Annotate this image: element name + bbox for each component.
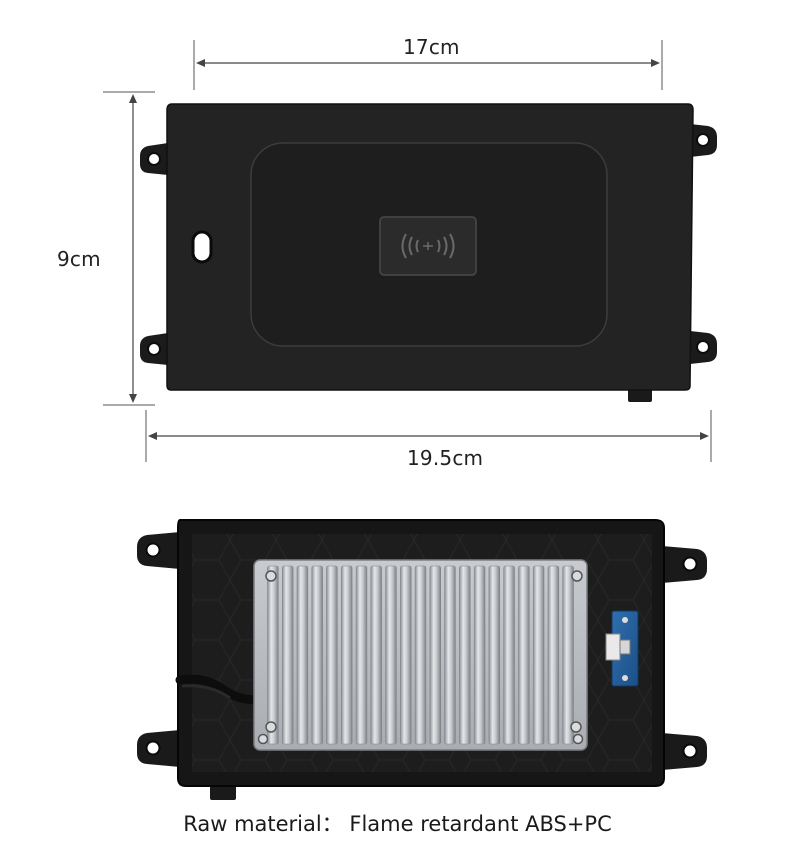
dimension-line-left [103,91,155,406]
heatsink-fin [355,565,368,745]
heatsink-fin [532,565,545,745]
dimension-line-top [193,40,663,90]
pcb-connector [605,610,639,687]
mounting-ear [662,733,707,770]
heatsink-fin [400,565,412,745]
heatsink-fin [267,565,279,745]
heatsink-fin [518,565,530,745]
heatsink-fin [473,565,486,745]
aluminium-heatsink [253,559,588,751]
front-view-charger [140,103,717,402]
mounting-ear [140,143,168,175]
heatsink-fin [296,565,309,745]
heatsink-fin [326,565,338,745]
wireless-charging-icon [379,216,477,276]
heatsink-fin [444,565,456,745]
heatsink-fin [503,565,515,745]
heatsink-fin [340,565,353,745]
heatsink-fin [547,565,560,745]
dimension-label-top-width: 17cm [403,35,460,59]
back-view-charger [137,519,707,800]
dimension-line-bottom [145,410,712,462]
heatsink-fin [429,565,441,745]
dimension-label-full-width: 19.5cm [407,446,484,470]
heatsink-fin [311,565,323,745]
heatsink-fin [562,565,574,745]
heatsink-fin [385,565,397,745]
mounting-ear [137,532,180,569]
dimension-label-height: 9cm [57,247,101,271]
heatsink-fin [459,565,471,745]
mounting-ear [137,730,180,767]
heatsink-fin [488,565,500,745]
mounting-ear [690,331,717,364]
indicator-light [191,230,213,264]
mounting-ear [140,333,168,365]
heatsink-fin [370,565,382,745]
material-caption: Raw material： Flame retardant ABS+PC [183,812,612,836]
mounting-ear [690,124,717,157]
heatsink-fin [414,565,427,745]
wire-bundle [175,674,263,705]
mounting-ear [662,546,707,583]
heatsink-fin [281,565,294,745]
